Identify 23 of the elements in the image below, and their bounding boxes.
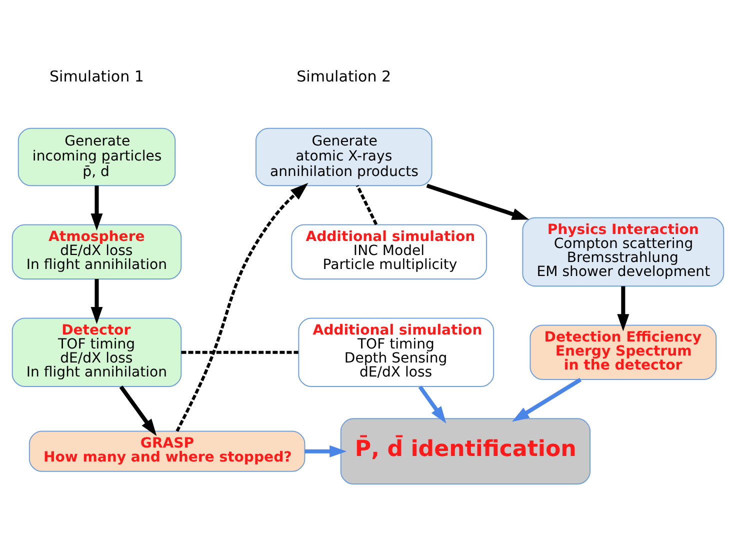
node-box: P̄, d̄ identification (340, 418, 591, 484)
node-box: Additional simulation INC Model Particle multiplicity (291, 224, 488, 280)
label: Simulation 1 (49, 68, 144, 86)
arrow (90, 186, 103, 231)
label: Simulation 2 (296, 68, 392, 86)
node-box: Physics Interaction Compton scattering Bremsstrahlung EM shower development (522, 217, 724, 287)
node-box: Generate atomic X-rays annihilation products (255, 128, 432, 186)
node-box: Atmosphere dE/dX loss In flight annihilation (12, 224, 182, 280)
arrow (119, 386, 157, 436)
arrow (304, 445, 347, 458)
node-box: Additional simulation TOF timing Depth Sensing dE/dX loss (298, 318, 494, 388)
connector (181, 350, 298, 354)
node-box: Detector TOF timing dE/dX loss In flight annihilation (12, 318, 182, 388)
connector (356, 184, 378, 226)
arrow (617, 286, 630, 332)
arrow (426, 184, 530, 220)
arrow (90, 279, 103, 324)
arrow (176, 182, 308, 432)
node-box: Generate incoming particles p̄, d̄ (18, 128, 176, 186)
node-box: GRASP How many and where stopped? (28, 430, 306, 472)
arrow (418, 386, 446, 424)
arrow (512, 378, 582, 422)
node-box: Detection Efficiency Energy Spectrum in the detector (530, 324, 717, 380)
